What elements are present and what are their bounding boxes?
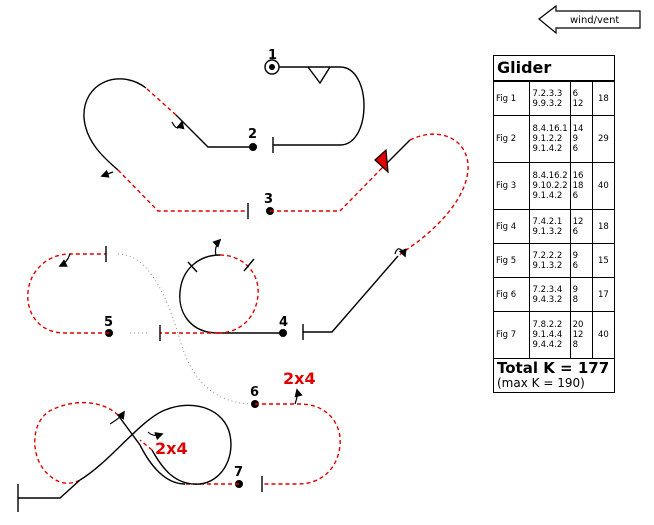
- figure-name: Fig 6: [494, 277, 531, 312]
- figure-7-label: 7: [234, 465, 243, 480]
- figure-code: 9.4.4.2: [532, 340, 563, 350]
- figure-3-label: 3: [264, 192, 273, 207]
- k-value: 20: [572, 320, 584, 330]
- figure-code: 9.1.3.2: [532, 260, 563, 271]
- k-value: 6: [572, 260, 579, 271]
- max-k: (max K = 190): [497, 376, 585, 390]
- figure-name: Fig 2: [494, 115, 531, 163]
- figure-code: 9.9.3.2: [532, 98, 563, 109]
- k-value: 14: [572, 124, 584, 134]
- figure-2-label: 2: [248, 127, 257, 142]
- figure-total: 29: [591, 115, 614, 163]
- k-value: 18: [572, 181, 584, 191]
- figure-total: 40: [591, 162, 614, 210]
- figure-code: 7.2.3.4: [532, 284, 563, 295]
- tailslide-triangle-icon: [374, 148, 389, 174]
- figure-name: Fig 7: [494, 311, 531, 359]
- figure-code: 8.4.16.1: [532, 124, 568, 134]
- figure-3: 3: [264, 133, 469, 258]
- connector-line: [117, 253, 251, 405]
- k-value: 9: [572, 250, 579, 261]
- figure-code: 9.1.2.2: [532, 134, 563, 144]
- figure-6: 6 2x4: [250, 369, 341, 492]
- panel-title: Glider: [494, 56, 614, 81]
- figure-2: 2: [83, 78, 257, 219]
- k-value: 9: [572, 284, 579, 295]
- k-value: 12: [572, 98, 584, 109]
- figure-4-label: 4: [279, 315, 288, 330]
- figure-total: 18: [591, 209, 614, 244]
- multiplier-label-fig6: 2x4: [283, 369, 316, 388]
- figure-code: 9.1.4.4: [532, 330, 563, 340]
- figure-6-label: 6: [250, 385, 259, 400]
- figure-code: 8.4.16.2: [532, 171, 568, 181]
- total-k: Total K = 177: [497, 359, 610, 377]
- k-value: 16: [572, 171, 584, 181]
- multiplier-label-fig7: 2x4: [155, 439, 188, 458]
- k-value: 6: [572, 144, 579, 154]
- figure-code: 9.4.3.2: [532, 294, 563, 305]
- figure-name: Fig 3: [494, 162, 531, 210]
- figure-name: Fig 1: [494, 81, 531, 116]
- k-value: 6: [572, 191, 579, 201]
- k-value: 6: [572, 226, 579, 237]
- k-value: 9: [572, 134, 579, 144]
- wind-arrow-icon: wind/vent: [538, 4, 641, 35]
- figure-code: 9.1.4.2: [532, 191, 563, 201]
- k-value: 6: [572, 88, 579, 99]
- figure-5: 5: [27, 246, 150, 337]
- figure-code: 9.1.4.2: [532, 144, 563, 154]
- figure-code: 7.2.3.3: [532, 88, 563, 99]
- figure-total: 40: [591, 311, 614, 359]
- snap-roll-icon: [307, 66, 331, 85]
- figure-5-label: 5: [104, 315, 113, 330]
- figure-1-label: 1: [268, 48, 277, 63]
- figure-total: 18: [591, 81, 614, 116]
- figure-4: 4: [159, 238, 399, 341]
- figure-7: 7 2x4: [17, 402, 243, 512]
- wind-label: wind/vent: [570, 15, 619, 26]
- figure-total: 17: [591, 277, 614, 312]
- figure-code: 9.1.3.2: [532, 226, 563, 237]
- figure-1: 1: [264, 48, 365, 153]
- figure-name: Fig 4: [494, 209, 531, 244]
- k-value: 8: [572, 340, 579, 350]
- figure-code: 7.4.2.1: [532, 216, 563, 227]
- k-value: 12: [572, 216, 584, 227]
- figure-name: Fig 5: [494, 243, 531, 278]
- k-value: 8: [572, 294, 579, 305]
- figure-code: 7.2.2.2: [532, 250, 563, 261]
- k-value: 12: [572, 330, 584, 340]
- figure-code: 9.10.2.2: [532, 181, 568, 191]
- figure-code: 7.8.2.2: [532, 320, 563, 330]
- figure-total: 15: [591, 243, 614, 278]
